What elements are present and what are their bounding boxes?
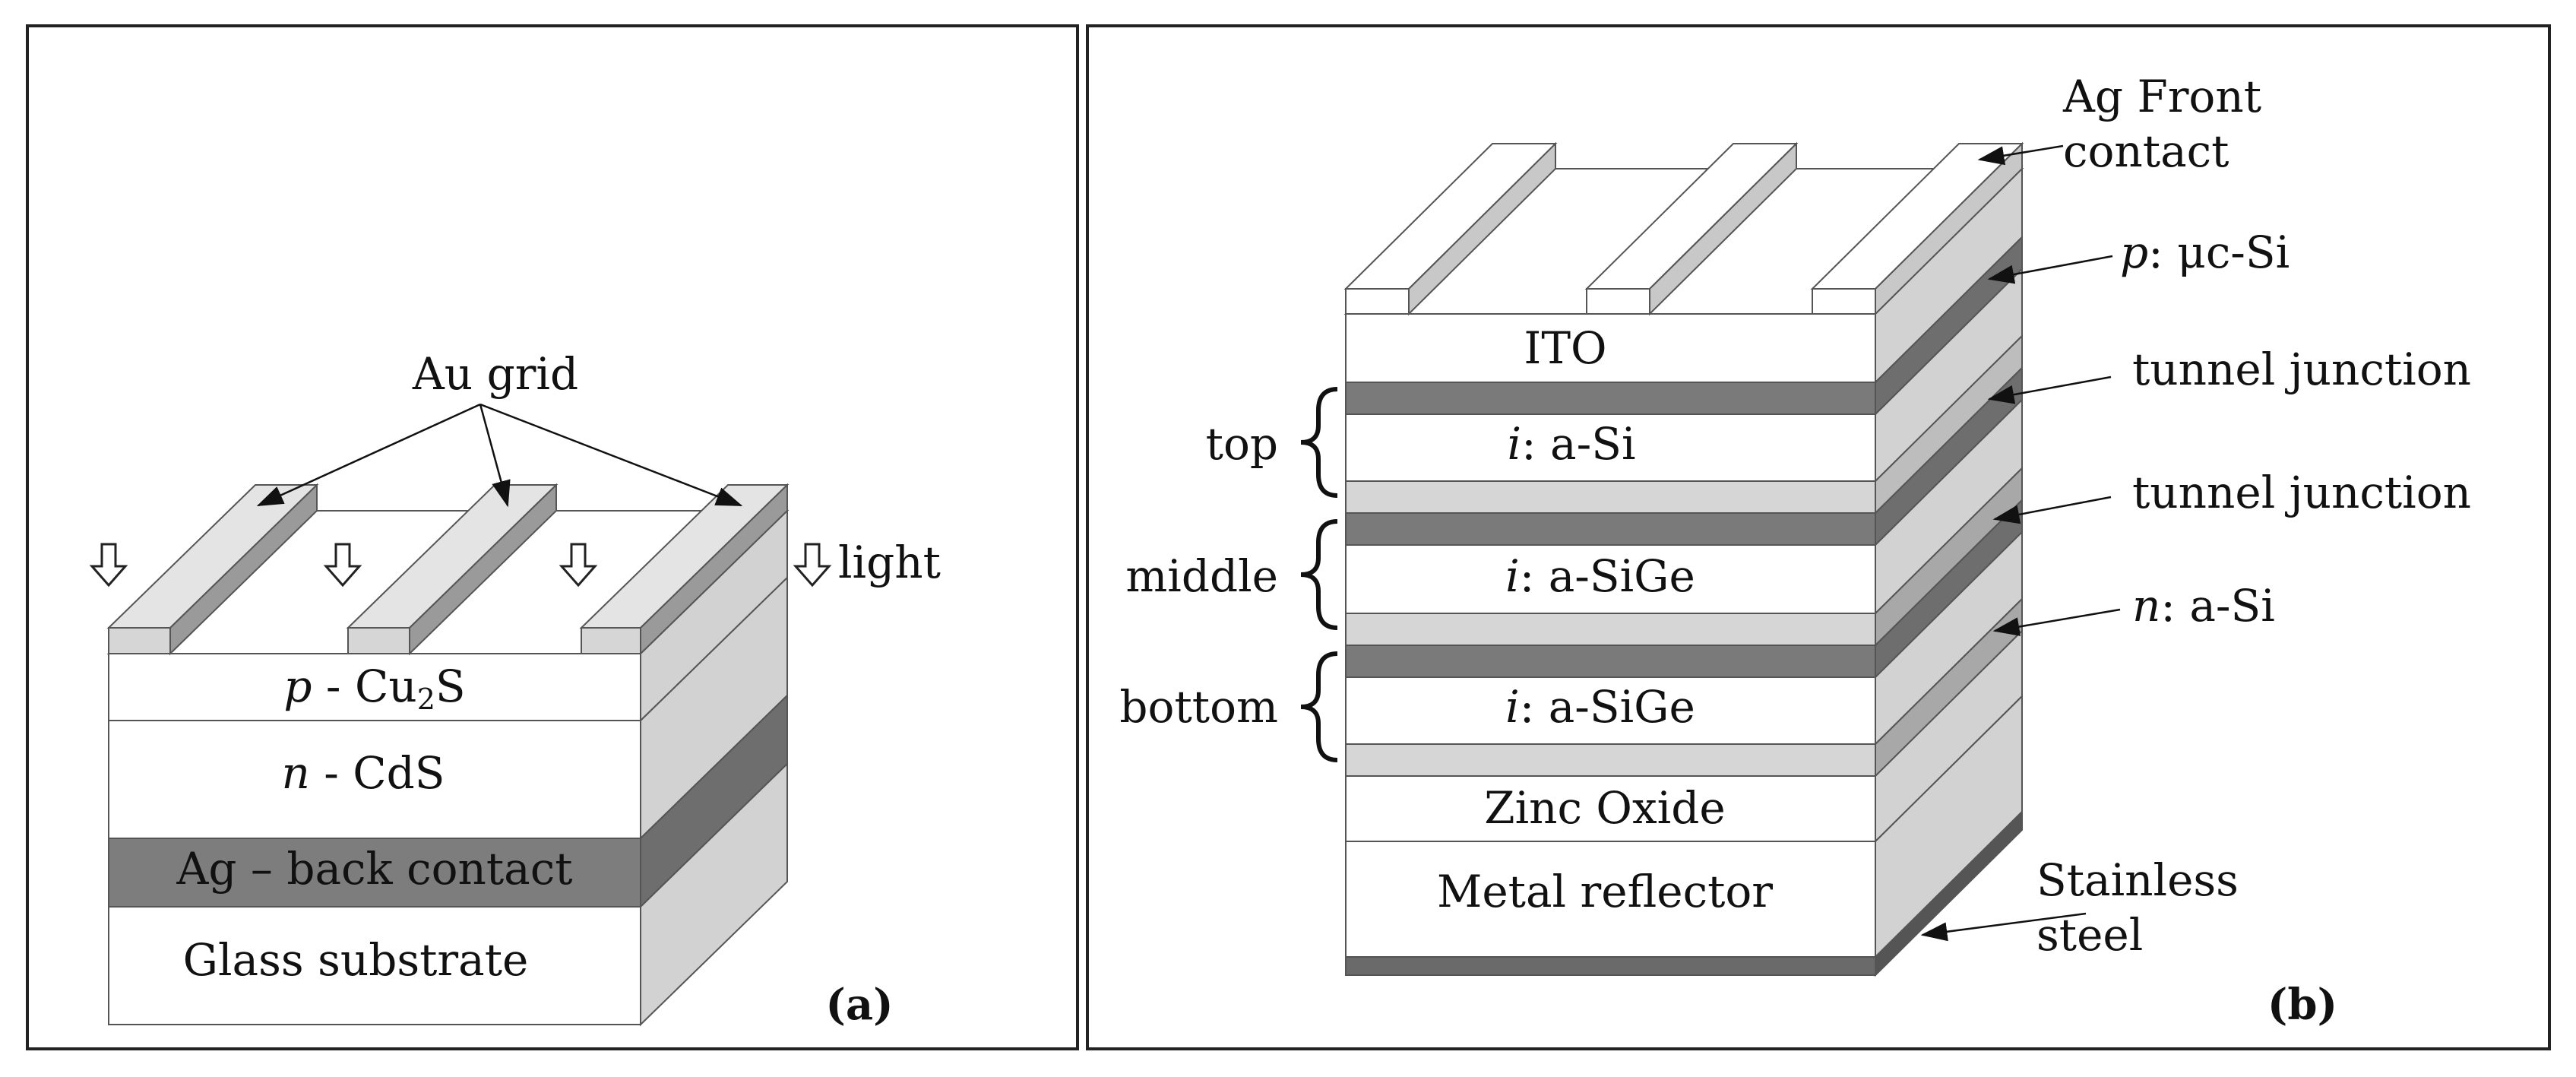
leader-n-a-si: [1992, 608, 2121, 636]
light-arrow-icon: [793, 543, 832, 588]
callout-tunnel-junction-1: tunnel junction: [2132, 344, 2471, 395]
callout-tunnel-junction-2: tunnel junction: [2132, 467, 2471, 518]
light-arrow-icon: [323, 543, 362, 588]
layer-n-top: [1345, 480, 1876, 514]
panel-b-tag: (b): [2267, 980, 2337, 1030]
layer-metal-reflector: [1345, 841, 1876, 958]
layer-n-bottom: [1345, 743, 1876, 777]
ag-front-finger-3: [1810, 141, 2024, 316]
layer-p-top: [1345, 382, 1876, 415]
callout-ag-front-line2: contact: [2063, 125, 2229, 177]
layer-label-i-a-sige-bottom: i: a-SiGe: [1505, 681, 1695, 733]
au-grid-leaders: [256, 403, 743, 508]
cell-label-middle: middle: [1125, 550, 1278, 602]
leader-tunnel-junction-1: [1987, 375, 2112, 404]
leader-ag-front: [1977, 144, 2064, 166]
panel-a-tag: (a): [825, 980, 893, 1030]
layer-label-p-cu2s: p - Cu2S: [283, 660, 465, 716]
layer-n-middle: [1345, 613, 1876, 646]
callout-ag-front-line1: Ag Front: [2062, 71, 2261, 122]
panel-b-stack: [1343, 141, 2024, 977]
leader-tunnel-junction-2: [1992, 496, 2112, 524]
brace-bottom: [1300, 651, 1338, 762]
leader-stainless: [1920, 912, 2087, 942]
light-arrows: [89, 543, 832, 588]
panel-a-stack: [106, 483, 790, 1027]
au-grid-finger-2: [346, 483, 559, 656]
ag-front-finger-2: [1584, 141, 1799, 316]
au-grid-label: Au grid: [412, 348, 578, 400]
layer-ag-back-contact: [108, 838, 641, 908]
cell-braces: [1300, 387, 1338, 762]
layer-zinc-oxide: [1345, 775, 1876, 842]
light-label: light: [838, 537, 941, 588]
callout-n-a-si: n: a-Si: [2132, 580, 2275, 632]
callout-stainless-line2: steel: [2036, 909, 2143, 961]
layer-p-middle: [1345, 512, 1876, 546]
au-grid-finger-1: [106, 483, 319, 656]
layer-label-i-a-si: i: a-Si: [1508, 418, 1636, 470]
light-arrow-icon: [559, 543, 598, 588]
brace-middle: [1300, 519, 1338, 630]
layer-label-ag-back-contact: Ag – back contact: [176, 843, 572, 895]
brace-top: [1300, 387, 1338, 498]
cell-label-top: top: [1206, 418, 1278, 470]
layer-label-zinc-oxide: Zinc Oxide: [1484, 782, 1725, 834]
callout-p-uc-si: p: μc-Si: [2120, 226, 2290, 278]
ag-front-finger-1: [1343, 141, 1558, 316]
layer-label-n-cds: n - CdS: [281, 747, 445, 799]
layer-n-cds: [108, 720, 641, 839]
au-grid-finger-3: [579, 483, 790, 656]
layer-glass-substrate: [108, 906, 641, 1025]
light-arrow-icon: [89, 543, 128, 588]
layer-stainless-steel: [1345, 956, 1876, 976]
layer-ito: [1345, 313, 1876, 383]
layer-label-ito: ITO: [1524, 322, 1606, 374]
callout-stainless-line1: Stainless: [2036, 854, 2239, 906]
layer-label-i-a-sige-middle: i: a-SiGe: [1505, 550, 1695, 602]
layer-label-metal-reflector: Metal reflector: [1437, 866, 1773, 917]
leader-p-uc-si: [1987, 255, 2113, 284]
cell-label-bottom: bottom: [1119, 681, 1278, 733]
layer-label-glass-substrate: Glass substrate: [183, 934, 529, 986]
layer-p-bottom: [1345, 645, 1876, 678]
